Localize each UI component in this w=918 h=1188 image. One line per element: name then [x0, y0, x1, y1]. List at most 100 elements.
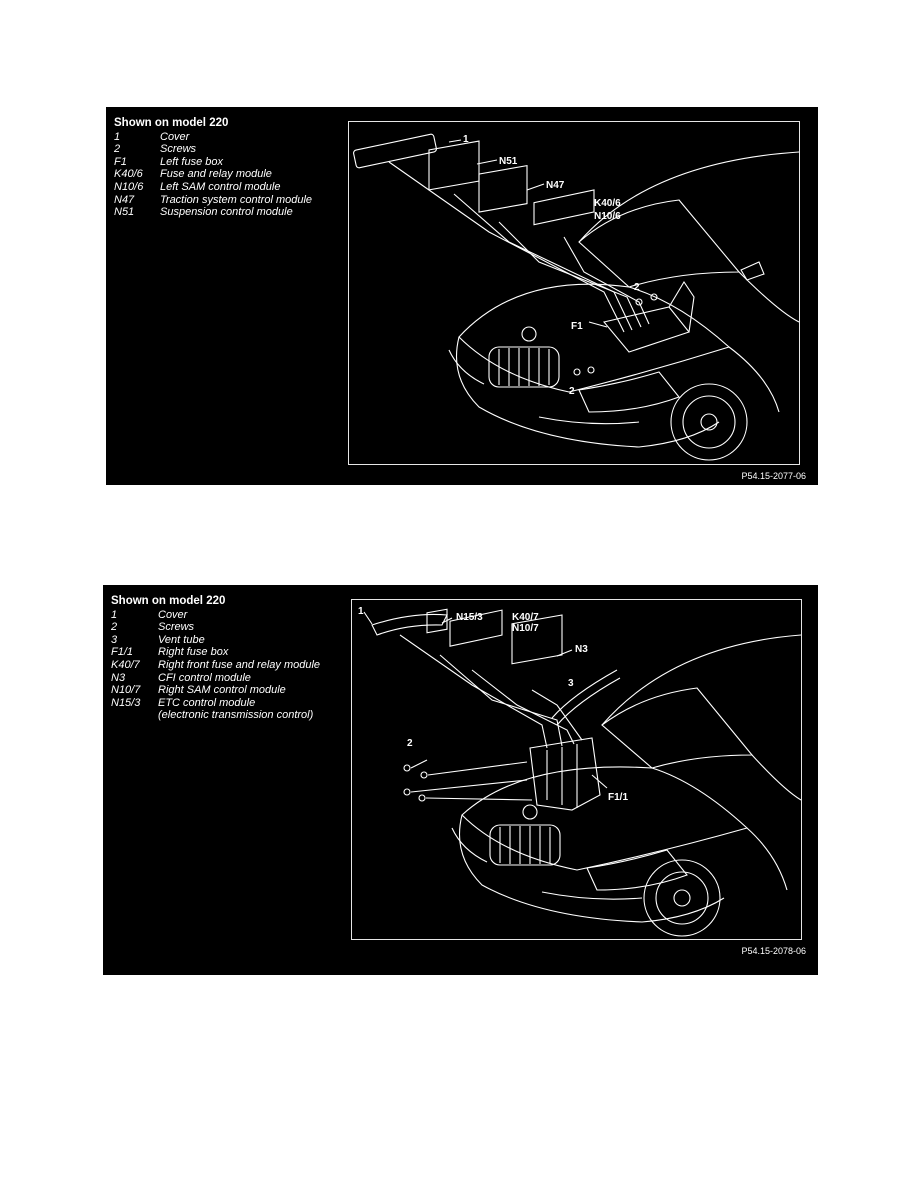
- legend-row: 1 Cover: [111, 609, 320, 622]
- legend-desc: ETC control module: [158, 696, 256, 709]
- legend-desc: Fuse and relay module: [160, 168, 272, 181]
- legend-code: N10/6: [114, 180, 144, 193]
- legend-code: [111, 709, 158, 722]
- fender-line: [728, 346, 780, 413]
- legend-code: N10/7: [111, 684, 141, 697]
- legend-desc: Screws: [160, 143, 197, 156]
- legend-code: 1: [114, 130, 121, 143]
- callout-n51: N51: [499, 156, 518, 167]
- legend-code: F1/1: [111, 646, 134, 659]
- cover-part: [371, 613, 448, 636]
- legend-code: 3: [111, 633, 118, 646]
- n15-3-module: [426, 608, 448, 634]
- car-line-drawing: 1 N51 N47 K40/6 N10/6 2 F1 2: [348, 121, 800, 465]
- callout-n47: N47: [546, 180, 565, 191]
- headlight-right: [578, 371, 680, 413]
- headlight-right: [586, 849, 688, 891]
- callout-3: 3: [568, 678, 574, 689]
- legend-desc: Right fuse box: [158, 646, 229, 659]
- legend-row: N10/7 Right SAM control module: [111, 684, 320, 697]
- callout-k40-6: K40/6: [594, 198, 621, 209]
- legend-code: K40/6: [114, 168, 143, 181]
- legend-row: N47 Traction system control module: [114, 194, 312, 207]
- legend-row: N3 CFI control module: [111, 672, 320, 685]
- legend-row: F1 Left fuse box: [114, 156, 312, 169]
- legend: Shown on model 220 1 Cover 2 Screws 3 Vent …: [111, 595, 320, 722]
- front-wheel: [643, 859, 721, 937]
- legend-code: F1: [114, 155, 127, 168]
- fender-line: [746, 827, 788, 891]
- fuse-box-housing: [603, 306, 690, 353]
- legend-desc: Left SAM control module: [160, 180, 281, 193]
- legend-code: 2: [114, 143, 121, 156]
- legend-code: 1: [111, 608, 118, 621]
- legend-code: K40/7: [111, 658, 140, 671]
- legend-title: Shown on model 220: [114, 117, 229, 129]
- legend-desc: Left fuse box: [160, 155, 223, 168]
- legend-desc: Vent tube: [158, 633, 205, 646]
- vent-tube: [551, 669, 618, 719]
- legend-row: 3 Vent tube: [111, 634, 320, 647]
- legend-desc: Right front fuse and relay module: [158, 658, 321, 671]
- n47-module: [478, 164, 528, 213]
- legend-desc: Screws: [158, 621, 195, 634]
- cover-part: [353, 133, 437, 169]
- legend-row: K40/7 Right front fuse and relay module: [111, 659, 320, 672]
- hood-star-emblem: [522, 804, 538, 820]
- front-bumper: [455, 336, 720, 448]
- side-line: [751, 754, 801, 801]
- car-roofline: [578, 151, 799, 243]
- legend-code: N47: [114, 193, 135, 206]
- callout-2-bottom: 2: [569, 386, 575, 397]
- legend-row: F1/1 Right fuse box: [111, 646, 320, 659]
- legend-row: N10/6 Left SAM control module: [114, 181, 312, 194]
- grille: [489, 824, 561, 866]
- k40-module: [533, 189, 595, 226]
- legend-desc: Right SAM control module: [158, 684, 286, 697]
- callout-n10-7: N10/7: [512, 623, 539, 634]
- fuse-box-housing: [529, 737, 601, 811]
- fog-lights: [541, 891, 643, 900]
- callout-k40-7: K40/7: [512, 612, 539, 623]
- n51-module: [428, 140, 480, 191]
- legend-row: N15/3 ETC control module: [111, 697, 320, 710]
- legend-desc: Traction system control module: [160, 193, 313, 206]
- legend-code: N3: [111, 671, 126, 684]
- callout-f1-1: F1/1: [608, 792, 628, 803]
- mirror: [740, 261, 765, 281]
- front-bumper: [458, 814, 725, 923]
- figure-reference-number: P54.15-2077-06: [741, 471, 806, 481]
- callout-f1: F1: [571, 321, 583, 332]
- windshield: [601, 687, 754, 769]
- callout-1: 1: [358, 606, 364, 617]
- legend-desc: (electronic transmission control): [158, 709, 314, 722]
- legend-row: 2 Screws: [114, 143, 312, 156]
- n3-module: [511, 614, 563, 665]
- legend-row: N51 Suspension control module: [114, 206, 312, 219]
- legend-title: Shown on model 220: [111, 595, 226, 607]
- callout-2-top: 2: [634, 282, 640, 293]
- legend-code: 2: [111, 621, 118, 634]
- callout-n3: N3: [575, 644, 588, 655]
- headlight-left: [451, 827, 488, 863]
- legend-desc: Suspension control module: [160, 206, 293, 219]
- car-illustration: 1 N51 N47 K40/6 N10/6 2 F1 2: [353, 133, 799, 461]
- legend-desc: CFI control module: [158, 671, 251, 684]
- front-wheel: [670, 383, 748, 461]
- hood-star-emblem: [521, 326, 537, 342]
- legend-code: N15/3: [111, 696, 141, 709]
- figure-right-fuse-box: Shown on model 220 1 Cover 2 Screws 3 Vent …: [103, 585, 818, 975]
- legend-row: 2 Screws: [111, 621, 320, 634]
- headlight-left: [448, 349, 485, 385]
- callout-n15-3: N15/3: [456, 612, 483, 623]
- legend-desc: Cover: [158, 608, 188, 621]
- legend-desc: Cover: [160, 130, 190, 143]
- legend-row: 1 Cover: [114, 131, 312, 144]
- callout-1: 1: [463, 134, 469, 145]
- legend-code: N51: [114, 206, 135, 219]
- legend-row: K40/6 Fuse and relay module: [114, 168, 312, 181]
- callout-n10-6: N10/6: [594, 211, 621, 222]
- car-line-drawing: 1 N15/3 K40/7 N10/7 N3 3 2 F1/1: [351, 599, 802, 940]
